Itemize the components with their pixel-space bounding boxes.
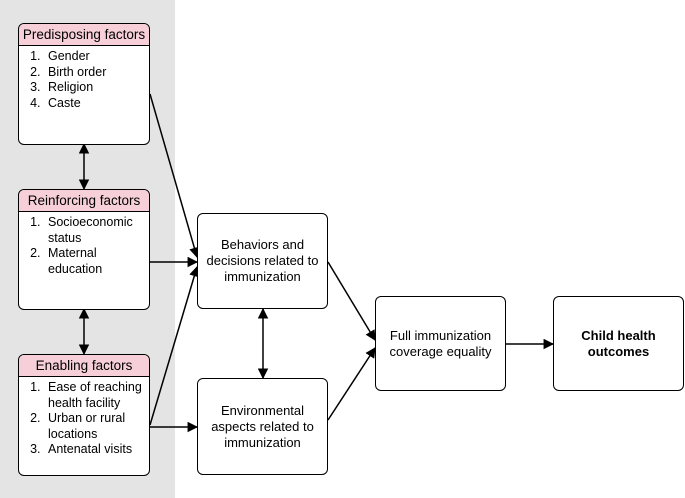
predisposing-item: Caste — [44, 96, 145, 112]
enabling-item: Antenatal visits — [44, 442, 145, 458]
reinforcing-factors-box: Reinforcing factors Socioeconomic status… — [18, 189, 150, 310]
predisposing-factors-title: Predisposing factors — [19, 24, 149, 46]
reinforcing-factors-title: Reinforcing factors — [19, 190, 149, 212]
arrow-behaviors-equality — [327, 261, 376, 341]
behaviors-box: Behaviors and decisions related to immun… — [197, 213, 328, 309]
equality-label: Full immunization coverage equality — [389, 327, 492, 359]
predisposing-factors-list: Gender Birth order Religion Caste — [19, 49, 149, 111]
predisposing-item: Gender — [44, 49, 145, 65]
enabling-item: Ease of reaching health facility — [44, 380, 145, 411]
reinforcing-factors-list: Socioeconomic status Maternal education — [19, 215, 149, 277]
reinforcing-item: Maternal education — [44, 246, 145, 277]
behaviors-label: Behaviors and decisions related to immun… — [206, 237, 319, 284]
predisposing-factors-box: Predisposing factors Gender Birth order … — [18, 23, 150, 145]
predisposing-item: Religion — [44, 80, 145, 96]
enabling-factors-title: Enabling factors — [19, 355, 149, 377]
enabling-item: Urban or rural locations — [44, 411, 145, 442]
enabling-factors-box: Enabling factors Ease of reaching health… — [18, 354, 150, 476]
enabling-factors-list: Ease of reaching health facility Urban o… — [19, 380, 149, 458]
environmental-label: Environmental aspects related to immuniz… — [211, 402, 314, 450]
arrow-predisposing-behaviors — [149, 93, 200, 259]
arrow-enabling-behaviors — [149, 265, 200, 426]
reinforcing-item: Socioeconomic status — [44, 215, 145, 246]
outcomes-box: Child health outcomes — [553, 296, 684, 391]
predisposing-item: Birth order — [44, 65, 145, 81]
equality-box: Full immunization coverage equality — [375, 296, 506, 391]
outcomes-label: Child health outcomes — [581, 327, 656, 359]
arrow-environmental-equality — [327, 347, 376, 421]
environmental-box: Environmental aspects related to immuniz… — [197, 378, 328, 475]
